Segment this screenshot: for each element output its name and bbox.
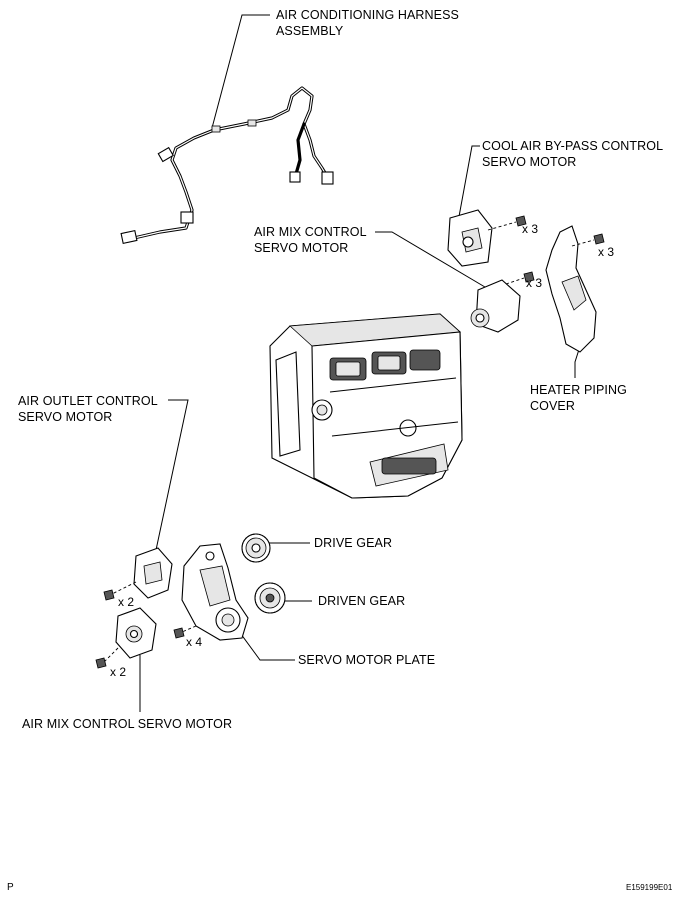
driven-gear-part	[254, 582, 286, 614]
leader-harness	[211, 14, 270, 129]
air-mix-upper-part	[470, 271, 535, 333]
heater-unit	[269, 313, 463, 499]
leader-lines	[139, 14, 583, 712]
leader-cool-air	[457, 145, 480, 223]
harness-connector-5	[289, 171, 301, 183]
leader-air-mix-upper	[375, 231, 491, 291]
harness-assembly	[120, 86, 334, 244]
heater-piping-cover-part	[545, 225, 605, 353]
page-mark: P	[7, 882, 14, 893]
heater-piping-cover-label-line2: COVER	[530, 399, 575, 413]
driven-gear-label: DRIVEN GEAR	[318, 594, 406, 608]
harness-label-line1: AIR CONDITIONING HARNESS	[276, 8, 459, 22]
drive-gear-label: DRIVE GEAR	[314, 536, 393, 550]
servo-motor-plate-part	[173, 543, 249, 641]
air-mix-upper-label-line2: SERVO MOTOR	[254, 241, 349, 255]
harness-clip-2	[247, 119, 257, 127]
harness-connector-2	[157, 146, 174, 163]
air-outlet-servo-part	[103, 547, 173, 601]
air-mix-lower-screw-qty: x 2	[110, 665, 127, 679]
air-mix-upper-label-line1: AIR MIX CONTROL	[254, 225, 367, 239]
heater-piping-cover-label-line1: HEATER PIPING	[530, 383, 627, 397]
air-mix-upper-screw-qty: x 3	[526, 276, 543, 290]
servo-motor-plate-label: SERVO MOTOR PLATE	[298, 653, 436, 667]
harness-connector-1	[120, 230, 138, 244]
harness-clip-1	[211, 125, 221, 133]
harness-label: AIR CONDITIONING HARNESS ASSEMBLY	[276, 7, 459, 39]
cool-air-servo-label-line2: SERVO MOTOR	[482, 155, 577, 169]
air-mix-lower-label: AIR MIX CONTROL SERVO MOTOR	[22, 717, 233, 731]
harness-label-line2: ASSEMBLY	[276, 24, 344, 38]
air-mix-lower-part	[95, 607, 157, 669]
leader-plate	[237, 629, 295, 661]
cool-air-servo-part	[447, 209, 527, 267]
cool-air-screw-qty: x 3	[522, 222, 539, 236]
harness-connector-4	[321, 171, 334, 185]
cool-air-servo-label: COOL AIR BY-PASS CONTROL SERVO MOTOR	[482, 138, 663, 170]
air-mix-upper-label: AIR MIX CONTROL SERVO MOTOR	[254, 224, 367, 256]
air-outlet-screw-qty: x 2	[118, 595, 135, 609]
air-outlet-servo-label-line2: SERVO MOTOR	[18, 410, 113, 424]
air-outlet-servo-label-line1: AIR OUTLET CONTROL	[18, 394, 158, 408]
harness-connector-3	[180, 211, 194, 224]
leader-air-outlet	[155, 399, 189, 551]
plate-screw-qty: x 4	[186, 635, 203, 649]
figure-code: E159199E01	[626, 883, 673, 892]
drive-gear-part	[241, 533, 271, 563]
heater-piping-cover-label: HEATER PIPING COVER	[530, 382, 627, 414]
air-outlet-servo-label: AIR OUTLET CONTROL SERVO MOTOR	[18, 393, 158, 425]
heater-cover-screw-qty: x 3	[598, 245, 615, 259]
cool-air-servo-label-line1: COOL AIR BY-PASS CONTROL	[482, 139, 664, 153]
